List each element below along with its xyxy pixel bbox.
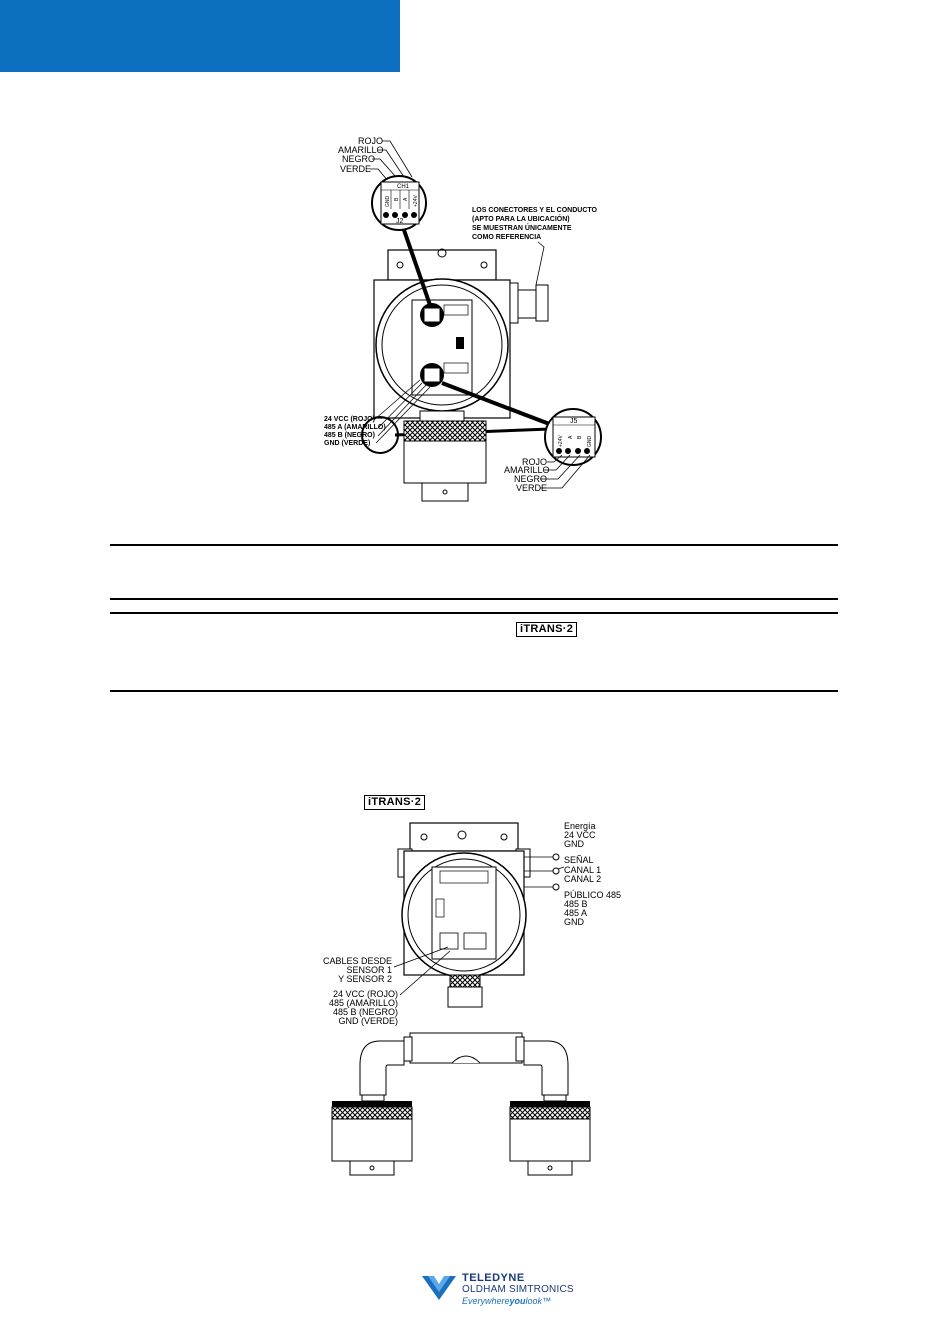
figure-2-dual-sensor-diagram: Energía 24 VCC GND SEÑAL CANAL 1 CANAL 2…: [323, 821, 621, 1176]
note-line-4: COMO REFERENCIA: [472, 234, 541, 241]
top-label-verde: VERDE: [340, 164, 371, 174]
right-label-senal: SEÑAL: [564, 855, 594, 865]
note-line-2: (APTO PARA LA UBICACIÓN): [472, 214, 570, 223]
header-band: [0, 0, 400, 72]
bottom-label-amarillo: AMARILLO: [504, 465, 550, 475]
bottom-label-verde: VERDE: [516, 483, 547, 493]
product-badge-2: iTRANS·2: [364, 795, 426, 810]
right-label-gnd-1: GND: [564, 839, 585, 849]
bottom-label-rojo: ROJO: [522, 457, 547, 467]
top-pin-b: B: [394, 197, 400, 201]
product-badge-1: iTRANS·2: [516, 622, 578, 637]
logo-line-2: OLDHAM SIMTRONICS: [462, 1284, 574, 1295]
right-pin-24v: +24V: [558, 435, 564, 447]
right-label-canal2: CANAL 2: [564, 874, 601, 884]
footer-logo: TELEDYNE OLDHAM SIMTRONICS Everywhereyou…: [420, 1270, 590, 1310]
logo-line-1: TELEDYNE: [462, 1272, 525, 1284]
right-label-publico485: PÚBLICO 485: [564, 890, 621, 900]
right-label-gnd-2: GND: [564, 917, 585, 927]
logo-tagline: Everywhereyoulook™: [462, 1296, 552, 1306]
left-label-gnd: GND (VERDE): [324, 440, 370, 447]
right-label-485a: 485 A: [564, 908, 587, 918]
left-label-sensor2: Y SENSOR 2: [338, 974, 392, 984]
left-label-24vcc-rojo: 24 VCC (ROJO): [333, 989, 398, 999]
top-connector-name: J2: [396, 218, 404, 225]
rule-1: [110, 544, 838, 546]
right-label-canal1: CANAL 1: [564, 865, 601, 875]
top-pin-24v: +24V: [413, 195, 419, 207]
top-label-rojo: ROJO: [358, 136, 383, 146]
right-label-24vcc: 24 VCC: [564, 830, 596, 840]
rule-4: [110, 690, 838, 692]
note-line-3: SE MUESTRAN ÚNICAMENTE: [472, 223, 572, 232]
top-pin-a: A: [403, 197, 409, 201]
right-label-485b: 485 B: [564, 899, 588, 909]
note-line-1: LOS CONECTORES Y EL CONDUCTO: [472, 207, 598, 214]
top-label-negro: NEGRO: [342, 154, 375, 164]
left-label-485a: 485 A (AMARILLO): [324, 424, 386, 431]
left-label-cables-desde: CABLES DESDE: [323, 956, 392, 966]
right-pin-a: A: [568, 435, 574, 439]
left-label-485-amarillo: 485 (AMARILLO): [329, 998, 398, 1008]
left-label-24vcc: 24 VCC (ROJO): [324, 416, 375, 423]
left-label-485b-negro: 485 B (NEGRO): [333, 1007, 398, 1017]
right-connector-name: J5: [570, 418, 578, 425]
left-label-gnd-verde: GND (VERDE): [338, 1016, 398, 1026]
right-label-energia: Energía: [564, 821, 596, 831]
rule-3: [110, 612, 838, 614]
top-label-amarillo: AMARILLO: [338, 145, 384, 155]
teledyne-logo-icon: [422, 1276, 456, 1300]
top-pin-gnd: GND: [385, 196, 391, 208]
bottom-label-negro: NEGRO: [514, 474, 547, 484]
right-pin-gnd: GND: [587, 436, 593, 448]
left-label-485b: 485 B (NEGRO): [324, 432, 375, 439]
figure-1-wiring-diagram: ROJO AMARILLO NEGRO VERDE CH1 GND B A +2…: [324, 136, 602, 502]
left-label-sensor1: SENSOR 1: [346, 965, 392, 975]
right-pin-b: B: [577, 435, 583, 439]
top-connector-top-label: CH1: [397, 184, 410, 190]
rule-2: [110, 598, 838, 600]
